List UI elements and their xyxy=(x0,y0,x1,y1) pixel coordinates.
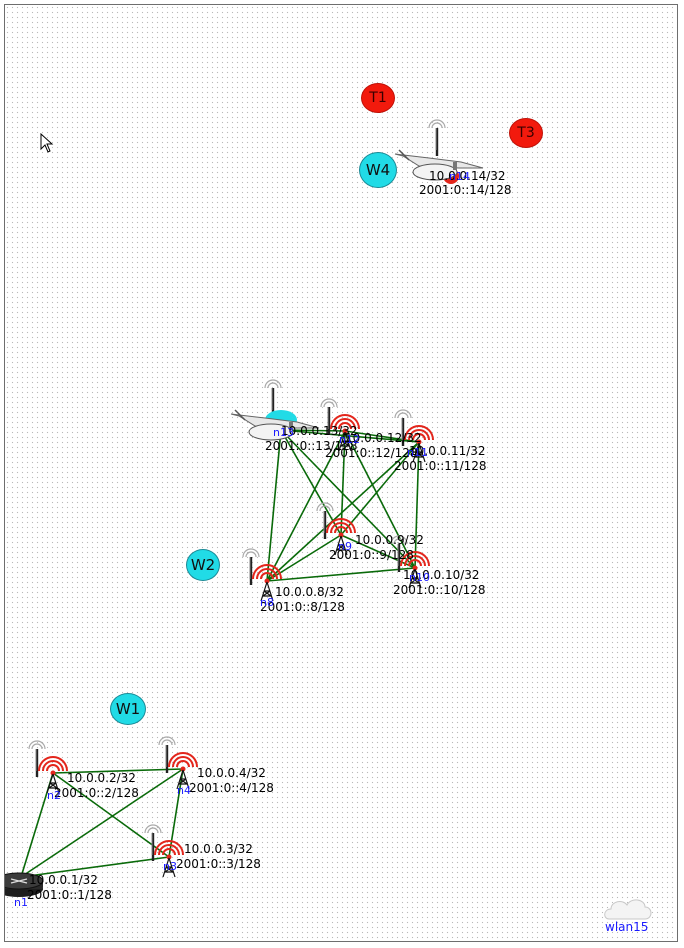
marker-w2[interactable]: W2 xyxy=(186,549,220,581)
node-n4-name[interactable]: n4 xyxy=(177,784,191,797)
node-n4-ipv6: 2001:0::4/128 xyxy=(189,781,274,795)
node-n11-name[interactable]: n11 xyxy=(407,446,428,459)
link-n2-n3[interactable] xyxy=(52,772,170,858)
marker-w4-label: W4 xyxy=(365,161,391,179)
node-n9[interactable] xyxy=(316,502,356,556)
node-n3-ipv4: 10.0.0.3/32 xyxy=(184,842,253,856)
wlan-name[interactable]: wlan15 xyxy=(605,920,649,934)
marker-t3-label: T3 xyxy=(517,125,535,141)
link-n11-n10[interactable] xyxy=(414,441,420,569)
node-n10-name[interactable]: n10 xyxy=(409,571,430,584)
aircraft-icon xyxy=(230,379,320,441)
node-n11-ipv6: 2001:0::11/128 xyxy=(394,459,487,473)
link-n8-n13[interactable] xyxy=(266,429,282,582)
node-n10[interactable] xyxy=(390,535,430,589)
links-layer xyxy=(20,429,420,878)
marker-w2-label: W2 xyxy=(190,556,216,574)
node-n8-ipv4: 10.0.0.8/32 xyxy=(275,585,344,599)
node-n12-ipv6: 2001:0::12/128 xyxy=(325,446,418,460)
topology-canvas[interactable]: T1 T3 W4 W2 W1 10.0.0.14/32 2001:0::14/1… xyxy=(4,4,678,942)
link-n12-n10[interactable] xyxy=(344,430,416,569)
node-n1-ipv4: 10.0.0.1/32 xyxy=(29,873,98,887)
node-n12-ipv4: 10.0.0.12/32 xyxy=(345,431,422,445)
node-n13-ipv4: 10.0.0.13/32 xyxy=(281,424,358,438)
link-n9-n10[interactable] xyxy=(340,534,416,569)
node-n14[interactable] xyxy=(394,119,484,184)
marker-t1-label: T1 xyxy=(369,90,387,106)
link-n1-n4[interactable] xyxy=(20,768,184,878)
node-n8[interactable] xyxy=(242,548,282,602)
topology-scene xyxy=(5,119,652,920)
link-n1-n3[interactable] xyxy=(20,856,170,878)
node-n3[interactable] xyxy=(144,824,184,878)
node-n12[interactable] xyxy=(320,398,360,452)
node-n8-ipv6: 2001:0::8/128 xyxy=(260,600,345,614)
mdr-tower-icon xyxy=(158,736,198,790)
link-n13-n10[interactable] xyxy=(280,429,416,569)
node-n13-ipv6: 2001:0::13/128 xyxy=(265,439,358,453)
mdr-tower-icon xyxy=(242,548,282,602)
node-n1-ipv6: 2001:0::1/128 xyxy=(27,888,112,902)
aircraft-icon xyxy=(394,119,484,184)
marker-t1[interactable]: T1 xyxy=(361,83,395,113)
mdr-tower-icon xyxy=(316,502,356,556)
mdr-tower-icon xyxy=(144,824,184,878)
link-n8-n10[interactable] xyxy=(266,567,416,582)
link-n2-n4[interactable] xyxy=(52,768,184,774)
link-n11-n9[interactable] xyxy=(340,441,420,536)
node-n9-ipv4: 10.0.0.9/32 xyxy=(355,533,424,547)
node-n14-ipv4: 10.0.0.14/32 xyxy=(429,169,506,183)
link-n13-n11[interactable] xyxy=(280,429,420,443)
mouse-pointer-icon xyxy=(40,133,54,153)
node-n11[interactable] xyxy=(394,409,434,463)
node-n4-ipv4: 10.0.0.4/32 xyxy=(197,766,266,780)
mdr-tower-icon xyxy=(390,535,430,589)
node-n14-ipv6: 2001:0::14/128 xyxy=(419,183,512,197)
node-n2[interactable] xyxy=(28,740,68,794)
node-n8-name[interactable]: n8 xyxy=(260,596,274,609)
nodes-layer xyxy=(5,119,652,920)
marker-w4[interactable]: W4 xyxy=(359,152,397,188)
marker-t3[interactable]: T3 xyxy=(509,118,543,148)
node-n2-ipv6: 2001:0::2/128 xyxy=(54,786,139,800)
marker-w1-label: W1 xyxy=(115,700,141,718)
link-n12-n11[interactable] xyxy=(344,430,420,443)
node-n10-ipv6: 2001:0::10/128 xyxy=(393,583,486,597)
router-icon xyxy=(5,872,44,897)
link-n8-n12[interactable] xyxy=(266,430,346,582)
node-n1-name[interactable]: n1 xyxy=(14,896,28,909)
mdr-tower-icon xyxy=(320,398,360,452)
node-n1[interactable] xyxy=(5,872,44,897)
node-n3-ipv6: 2001:0::3/128 xyxy=(176,857,261,871)
node-n3-name[interactable]: n3 xyxy=(163,860,177,873)
node-n2-ipv4: 10.0.0.2/32 xyxy=(67,771,136,785)
link-n8-n11[interactable] xyxy=(266,441,420,582)
cloud-icon[interactable] xyxy=(604,899,652,920)
mdr-tower-icon xyxy=(394,409,434,463)
node-n13-name[interactable]: n13 xyxy=(273,426,294,439)
link-n12-n9[interactable] xyxy=(340,430,346,536)
node-n11-ipv4: 10.0.0.11/32 xyxy=(409,444,486,458)
marker-w1[interactable]: W1 xyxy=(110,693,146,725)
link-n13-n9[interactable] xyxy=(280,429,342,536)
node-n4[interactable] xyxy=(158,736,198,790)
node-n12-name[interactable]: n12 xyxy=(339,433,360,446)
node-n9-ipv6: 2001:0::9/128 xyxy=(329,548,414,562)
node-n14-name[interactable]: n14 xyxy=(449,170,470,183)
node-n9-name[interactable]: n9 xyxy=(338,540,352,553)
node-n10-ipv4: 10.0.0.10/32 xyxy=(403,568,480,582)
node-n2-name[interactable]: n2 xyxy=(47,789,61,802)
mdr-tower-icon xyxy=(28,740,68,794)
node-n13[interactable] xyxy=(230,379,320,441)
